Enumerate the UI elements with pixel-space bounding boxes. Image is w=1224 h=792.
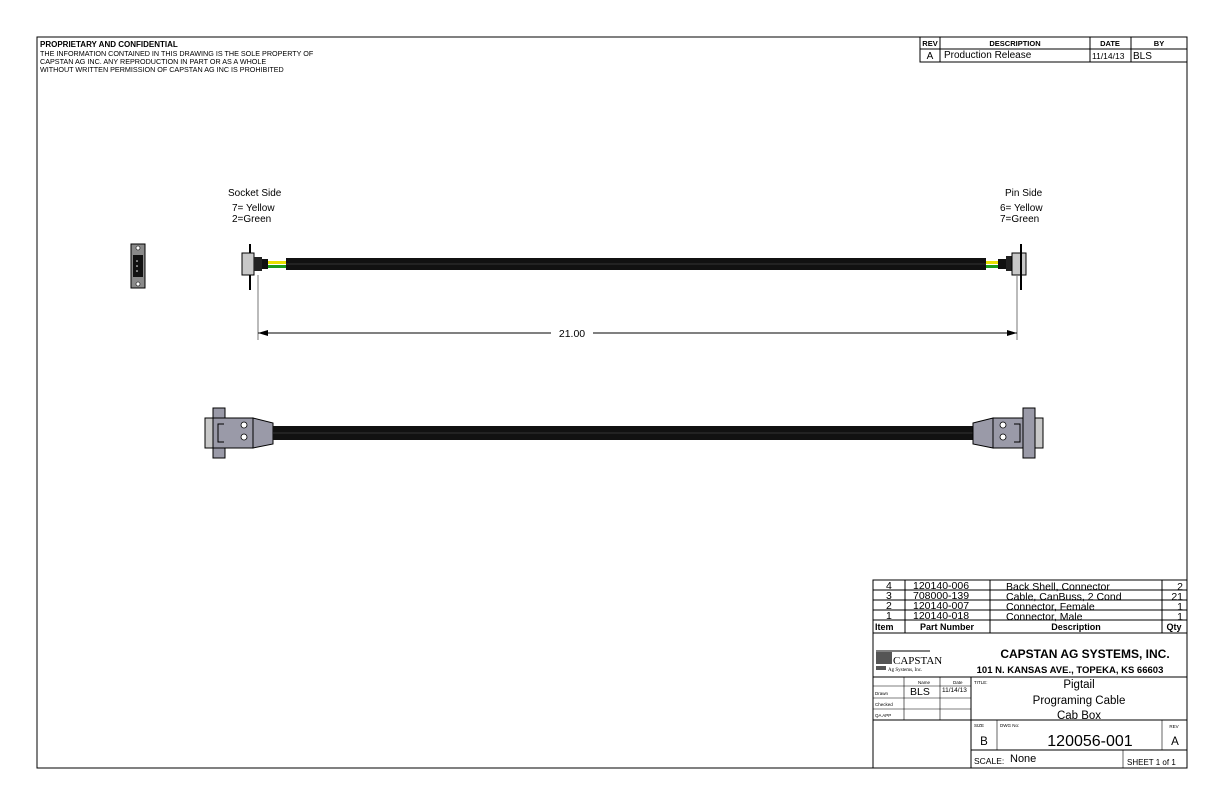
notice-title: PROPRIETARY AND CONFIDENTIAL (40, 40, 178, 49)
dwg-label: DWG No: (1000, 723, 1019, 728)
bom-item: 3 (886, 590, 892, 602)
socket-pin-label: 7= Yellow (232, 203, 275, 214)
bom-description: Back Shell, Connector (1006, 581, 1110, 593)
bom-part: 708000-139 (913, 590, 969, 602)
confidential-notice: PROPRIETARY AND CONFIDENTIAL THE INFORMA… (40, 40, 314, 74)
scale-label: SCALE: (974, 756, 1004, 766)
length-dimension: 21.00 (257, 275, 1018, 340)
rev-date: 11/14/13 (1092, 51, 1125, 61)
socket-pin-label: 2=Green (232, 214, 271, 225)
by-header: BY (1154, 39, 1164, 48)
company-name: CAPSTAN AG SYSTEMS, INC. (1000, 647, 1169, 661)
pin-pin-label: 7=Green (1000, 214, 1039, 225)
bom-header-qty: Qty (1166, 622, 1181, 632)
bom-qty: 1 (1177, 611, 1183, 623)
notice-line: WITHOUT WRITTEN PERMISSION OF CAPSTAN AG… (40, 65, 284, 74)
bom-header-description: Description (1051, 622, 1101, 632)
bom-description: Connector, Male (1006, 611, 1083, 623)
checked-label: Checked (875, 702, 893, 707)
sheet-border (36, 36, 1188, 769)
scale-value: None (1010, 753, 1036, 765)
bom-item: 2 (886, 600, 892, 612)
size-value: B (980, 736, 988, 748)
rev-by: BLS (1133, 51, 1152, 62)
dimension-value: 21.00 (559, 328, 585, 340)
rev-label: REV (1169, 724, 1178, 729)
bom-item: 1 (886, 610, 892, 622)
capstan-logo: CAPSTAN Ag Systems, Inc. (876, 650, 942, 673)
logo-name: CAPSTAN (893, 655, 942, 667)
rev-description: Production Release (944, 50, 1032, 61)
cable-top-view (204, 407, 1044, 459)
rev-header: REV (922, 39, 937, 48)
title-block: CAPSTAN Ag Systems, Inc. CAPSTAN AG SYST… (873, 647, 1187, 768)
title-line: Cab Box (1057, 710, 1101, 722)
rev-value: A (927, 51, 934, 62)
notice-line: CAPSTAN AG INC. ANY REPRODUCTION IN PART… (40, 57, 266, 66)
bom-qty: 21 (1171, 591, 1183, 603)
bom-description: Connector, Female (1006, 601, 1095, 613)
bom-part: 120140-018 (913, 610, 969, 622)
pin-pin-label: 6= Yellow (1000, 203, 1043, 214)
title-label: TITLE: (974, 680, 988, 685)
title-line: Pigtail (1063, 679, 1094, 691)
bom-header-part: Part Number (920, 622, 975, 632)
revision-block: REV DESCRIPTION DATE BY A Production Rel… (919, 36, 1188, 63)
qa-label: QA APP (875, 713, 891, 718)
bom-qty: 2 (1177, 581, 1183, 593)
company-address: 101 N. KANSAS AVE., TOPEKA, KS 66603 (977, 665, 1164, 676)
description-header: DESCRIPTION (989, 39, 1040, 48)
rev-value: A (1171, 736, 1179, 748)
bom-part: 120140-006 (913, 580, 969, 592)
size-label: SIZE (974, 723, 984, 728)
pin-side-label: Pin Side (1005, 188, 1043, 199)
dwg-number: 120056-001 (1047, 733, 1133, 750)
notice-line: THE INFORMATION CONTAINED IN THIS DRAWIN… (40, 49, 314, 58)
title-line: Programing Cable (1033, 695, 1126, 707)
connector-end-view (130, 243, 146, 289)
name-label: Name (918, 680, 931, 685)
drawn-label: Drawn (875, 691, 889, 696)
bom-part: 120140-007 (913, 600, 969, 612)
socket-side-label: Socket Side (228, 188, 282, 199)
bom-item: 4 (886, 580, 892, 592)
bom-header-item: Item (875, 622, 894, 632)
drawn-date: 11/14/13 (942, 687, 967, 694)
date-header: DATE (1100, 39, 1120, 48)
cable-side-view (241, 244, 1027, 290)
logo-sub: Ag Systems, Inc. (888, 668, 922, 673)
sheet-number: SHEET 1 of 1 (1127, 758, 1176, 767)
bom-qty: 1 (1177, 601, 1183, 613)
drawn-name: BLS (910, 686, 930, 698)
bom-description: Cable, CanBuss, 2 Cond (1006, 591, 1122, 603)
bill-of-materials: 4 120140-006 Back Shell, Connector 2 3 7… (872, 579, 1188, 769)
date-label: Date (953, 680, 963, 685)
